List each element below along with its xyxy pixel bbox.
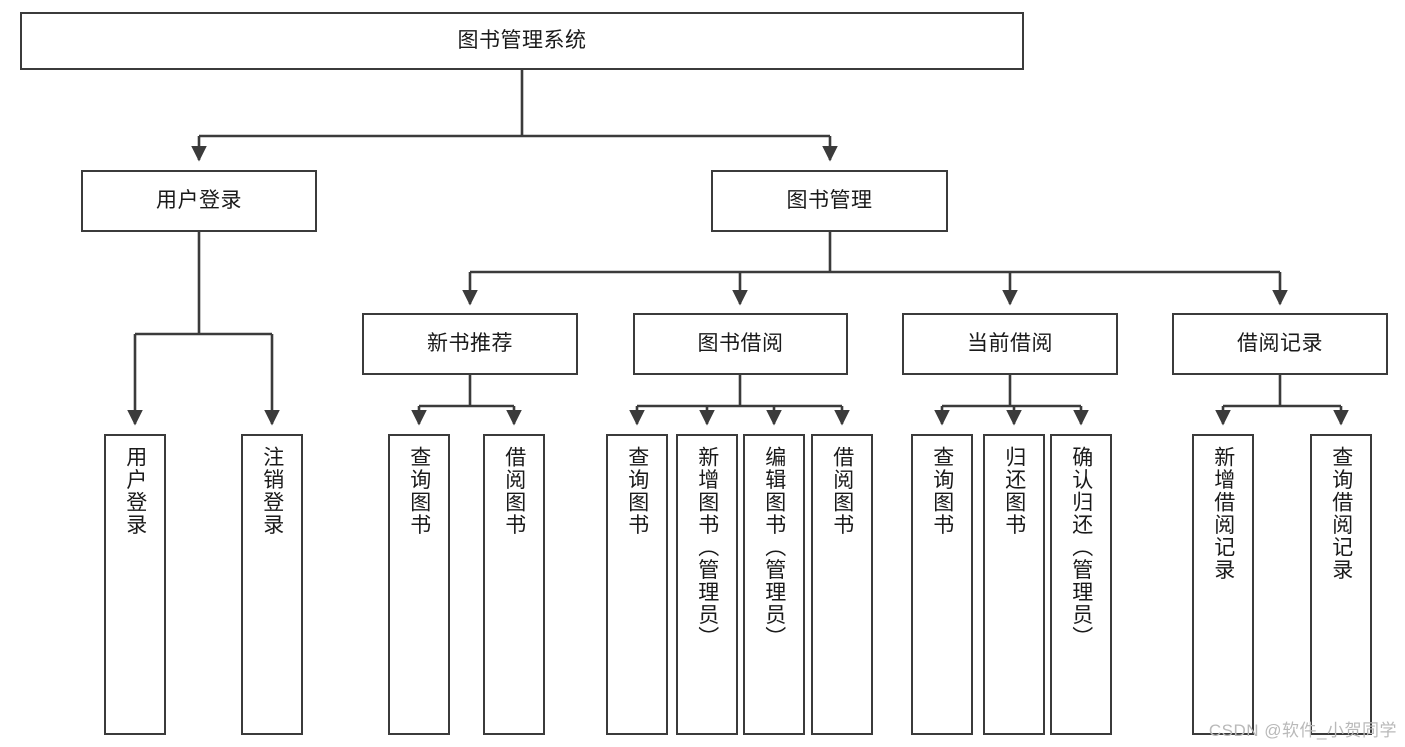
node-label: 查询图书 — [407, 446, 431, 536]
node-label: 归还图书 — [1002, 446, 1026, 536]
leaf-query-book-current[interactable]: 查询图书 — [911, 434, 973, 735]
leaf-query-borrow-record[interactable]: 查询借阅记录 — [1310, 434, 1372, 735]
node-user-login[interactable]: 用户登录 — [81, 170, 317, 232]
csdn-watermark: CSDN @软件_小贺同学 — [1208, 721, 1397, 740]
node-label: 借阅记录 — [1237, 331, 1323, 355]
node-label: 新书推荐 — [427, 331, 513, 355]
leaf-user-login[interactable]: 用户登录 — [104, 434, 166, 735]
node-label: 新增借阅记录 — [1211, 446, 1235, 581]
node-root-system[interactable]: 图书管理系统 — [20, 12, 1024, 70]
node-label: 编辑图书（管理员） — [762, 446, 786, 649]
node-borrow-record[interactable]: 借阅记录 — [1172, 313, 1388, 375]
leaf-borrow-book[interactable]: 借阅图书 — [811, 434, 873, 735]
node-new-book-recommend[interactable]: 新书推荐 — [362, 313, 578, 375]
node-label: 用户登录 — [156, 188, 242, 212]
leaf-borrow-book-recommend[interactable]: 借阅图书 — [483, 434, 545, 735]
leaf-add-borrow-record[interactable]: 新增借阅记录 — [1192, 434, 1254, 735]
leaf-logout[interactable]: 注销登录 — [241, 434, 303, 735]
node-label: 确认归还（管理员） — [1069, 446, 1093, 649]
node-label: 图书借阅 — [697, 331, 784, 355]
leaf-confirm-return-admin[interactable]: 确认归还（管理员） — [1050, 434, 1112, 735]
node-label: 借阅图书 — [502, 446, 526, 536]
node-label: 图书管理系统 — [457, 28, 587, 52]
node-label: 注销登录 — [260, 446, 284, 536]
node-label: 查询图书 — [930, 446, 954, 536]
node-book-borrow[interactable]: 图书借阅 — [633, 313, 848, 375]
node-book-management[interactable]: 图书管理 — [711, 170, 948, 232]
leaf-query-book-recommend[interactable]: 查询图书 — [388, 434, 450, 735]
node-label: 用户登录 — [123, 446, 147, 536]
leaf-add-book-admin[interactable]: 新增图书（管理员） — [676, 434, 738, 735]
node-label: 查询借阅记录 — [1329, 446, 1353, 581]
leaf-edit-book-admin[interactable]: 编辑图书（管理员） — [743, 434, 805, 735]
node-label: 查询图书 — [625, 446, 649, 536]
node-label: 新增图书（管理员） — [695, 446, 719, 649]
node-label: 借阅图书 — [830, 446, 854, 536]
leaf-query-book-borrow[interactable]: 查询图书 — [606, 434, 668, 735]
leaf-return-book[interactable]: 归还图书 — [983, 434, 1045, 735]
node-label: 当前借阅 — [967, 331, 1053, 355]
node-label: 图书管理 — [786, 188, 873, 212]
node-current-borrow[interactable]: 当前借阅 — [902, 313, 1118, 375]
